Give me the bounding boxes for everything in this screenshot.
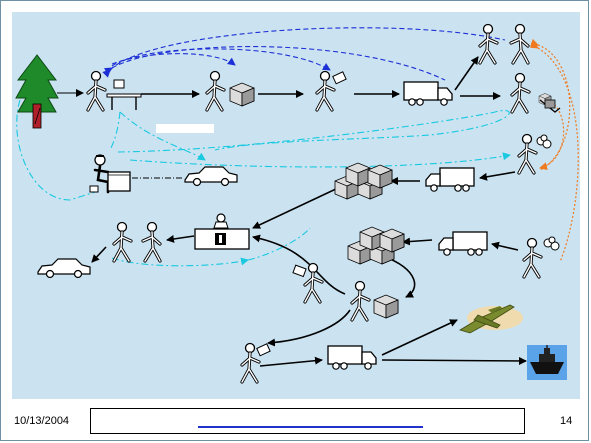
worker-with-hand-truck-icon — [510, 71, 561, 114]
carrying-worker-icon — [292, 261, 324, 304]
slide-number: 14 — [560, 415, 573, 427]
worker-at-computer-icon — [86, 69, 142, 112]
tree-icon — [15, 54, 59, 129]
airplane-icon — [459, 304, 523, 334]
carrying-worker-icon — [315, 69, 347, 112]
carrying-worker-icon — [240, 341, 271, 384]
supply-chain-diagram — [12, 12, 580, 399]
footer-hyperlink-line[interactable] — [198, 426, 423, 428]
cashier-counter-icon — [194, 213, 250, 250]
worker-carrying-parts-icon — [517, 132, 552, 175]
ship-icon — [527, 345, 567, 380]
footer-box — [90, 408, 525, 434]
worker-carrying-parts-icon — [522, 236, 560, 279]
footer-date: 10/13/2004 — [14, 415, 70, 427]
diagram-canvas — [12, 12, 580, 399]
desk-worker-icon — [89, 154, 131, 194]
